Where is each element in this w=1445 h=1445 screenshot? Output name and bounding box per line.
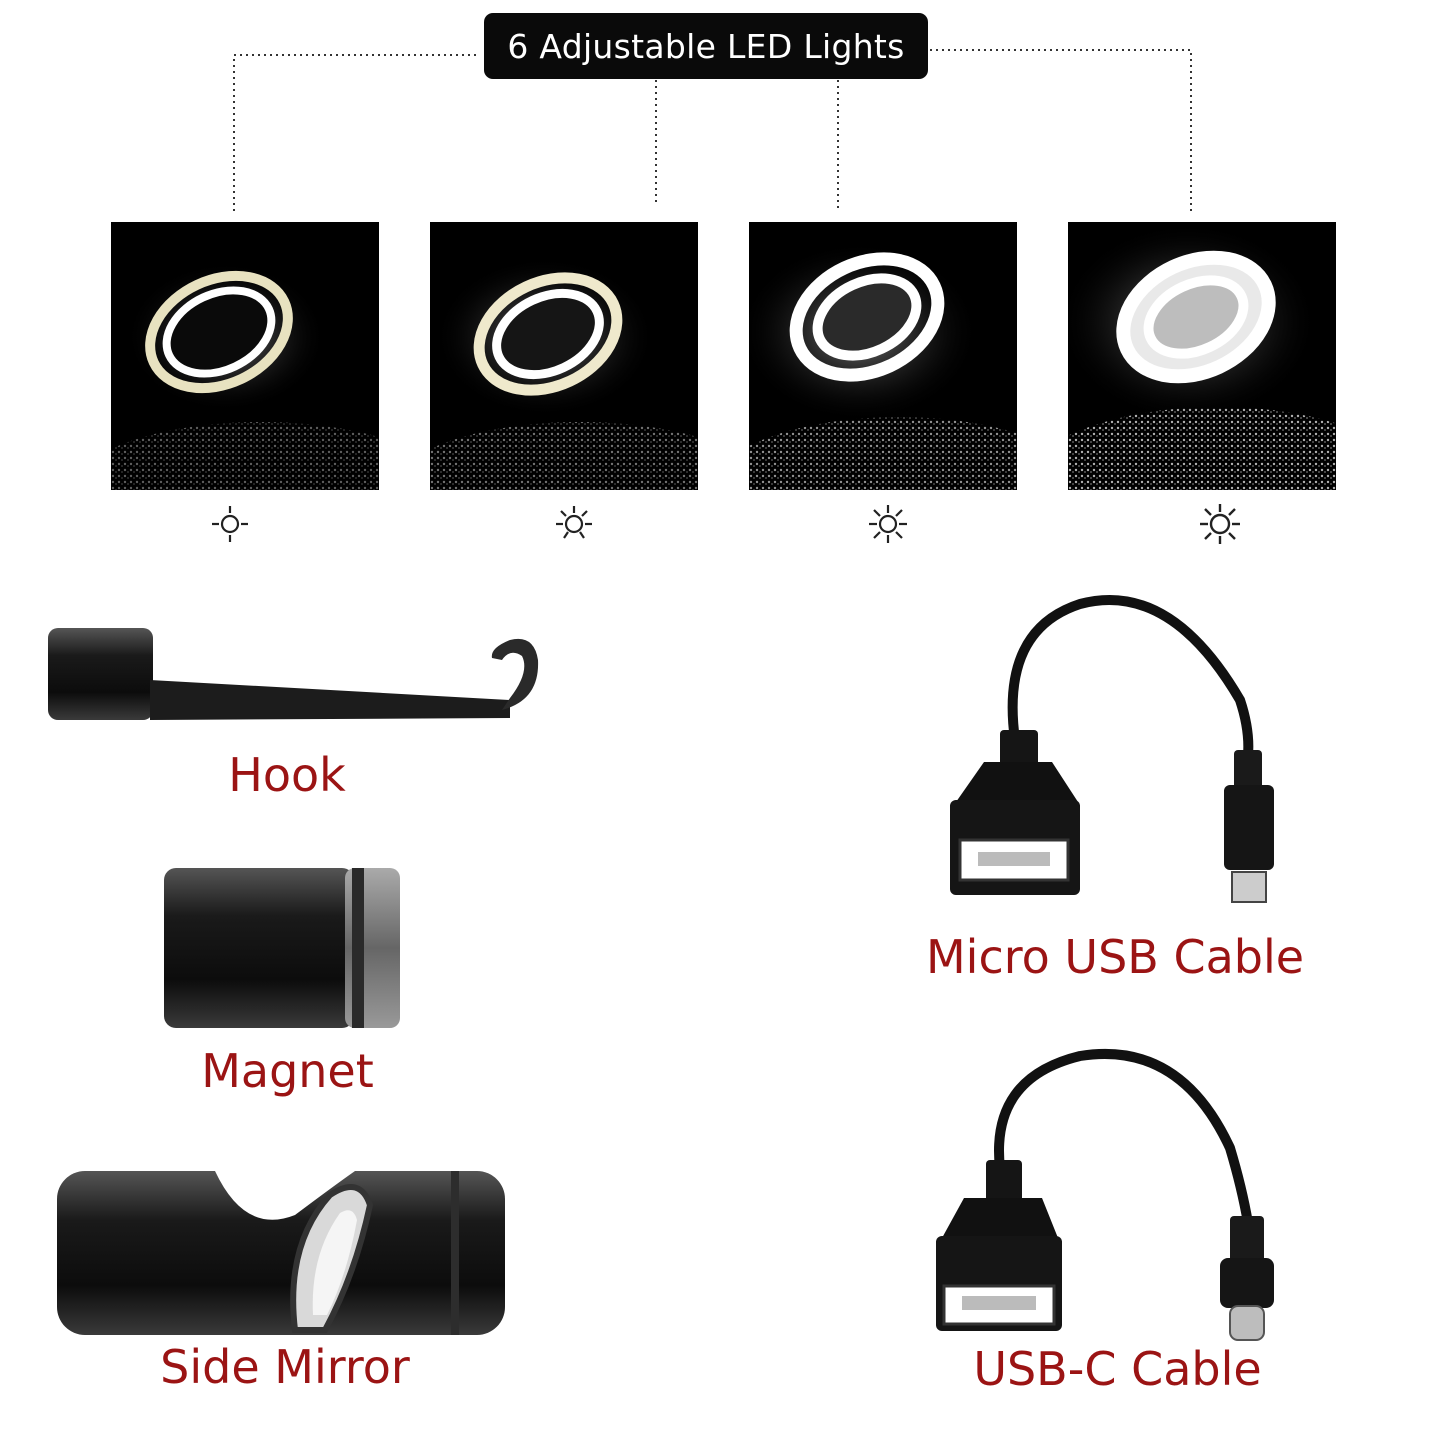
magnet-accessory-image [164, 868, 400, 1028]
brightness-level-4-icon [1200, 504, 1240, 544]
micro-usb-cable-image [950, 595, 1274, 903]
side-mirror-label: Side Mirror [160, 1340, 410, 1394]
brightness-level-2-icon [556, 506, 592, 539]
magnet-label: Magnet [201, 1044, 374, 1098]
usb-c-cable-image [936, 1048, 1274, 1341]
led-preview-3 [749, 222, 1017, 490]
page-title: 6 Adjustable LED Lights [484, 13, 928, 79]
brightness-level-1-icon [212, 506, 248, 542]
usb-c-cable-label: USB-C Cable [973, 1342, 1262, 1396]
brightness-level-3-icon [869, 505, 907, 543]
side-mirror-accessory-image [57, 1171, 505, 1335]
connector-lines [233, 49, 1192, 212]
led-preview-4 [1068, 222, 1336, 490]
led-preview-2 [430, 222, 698, 490]
micro-usb-cable-label: Micro USB Cable [925, 930, 1305, 984]
hook-label: Hook [228, 748, 346, 802]
led-preview-1 [111, 222, 379, 490]
hook-accessory-image [48, 628, 539, 720]
